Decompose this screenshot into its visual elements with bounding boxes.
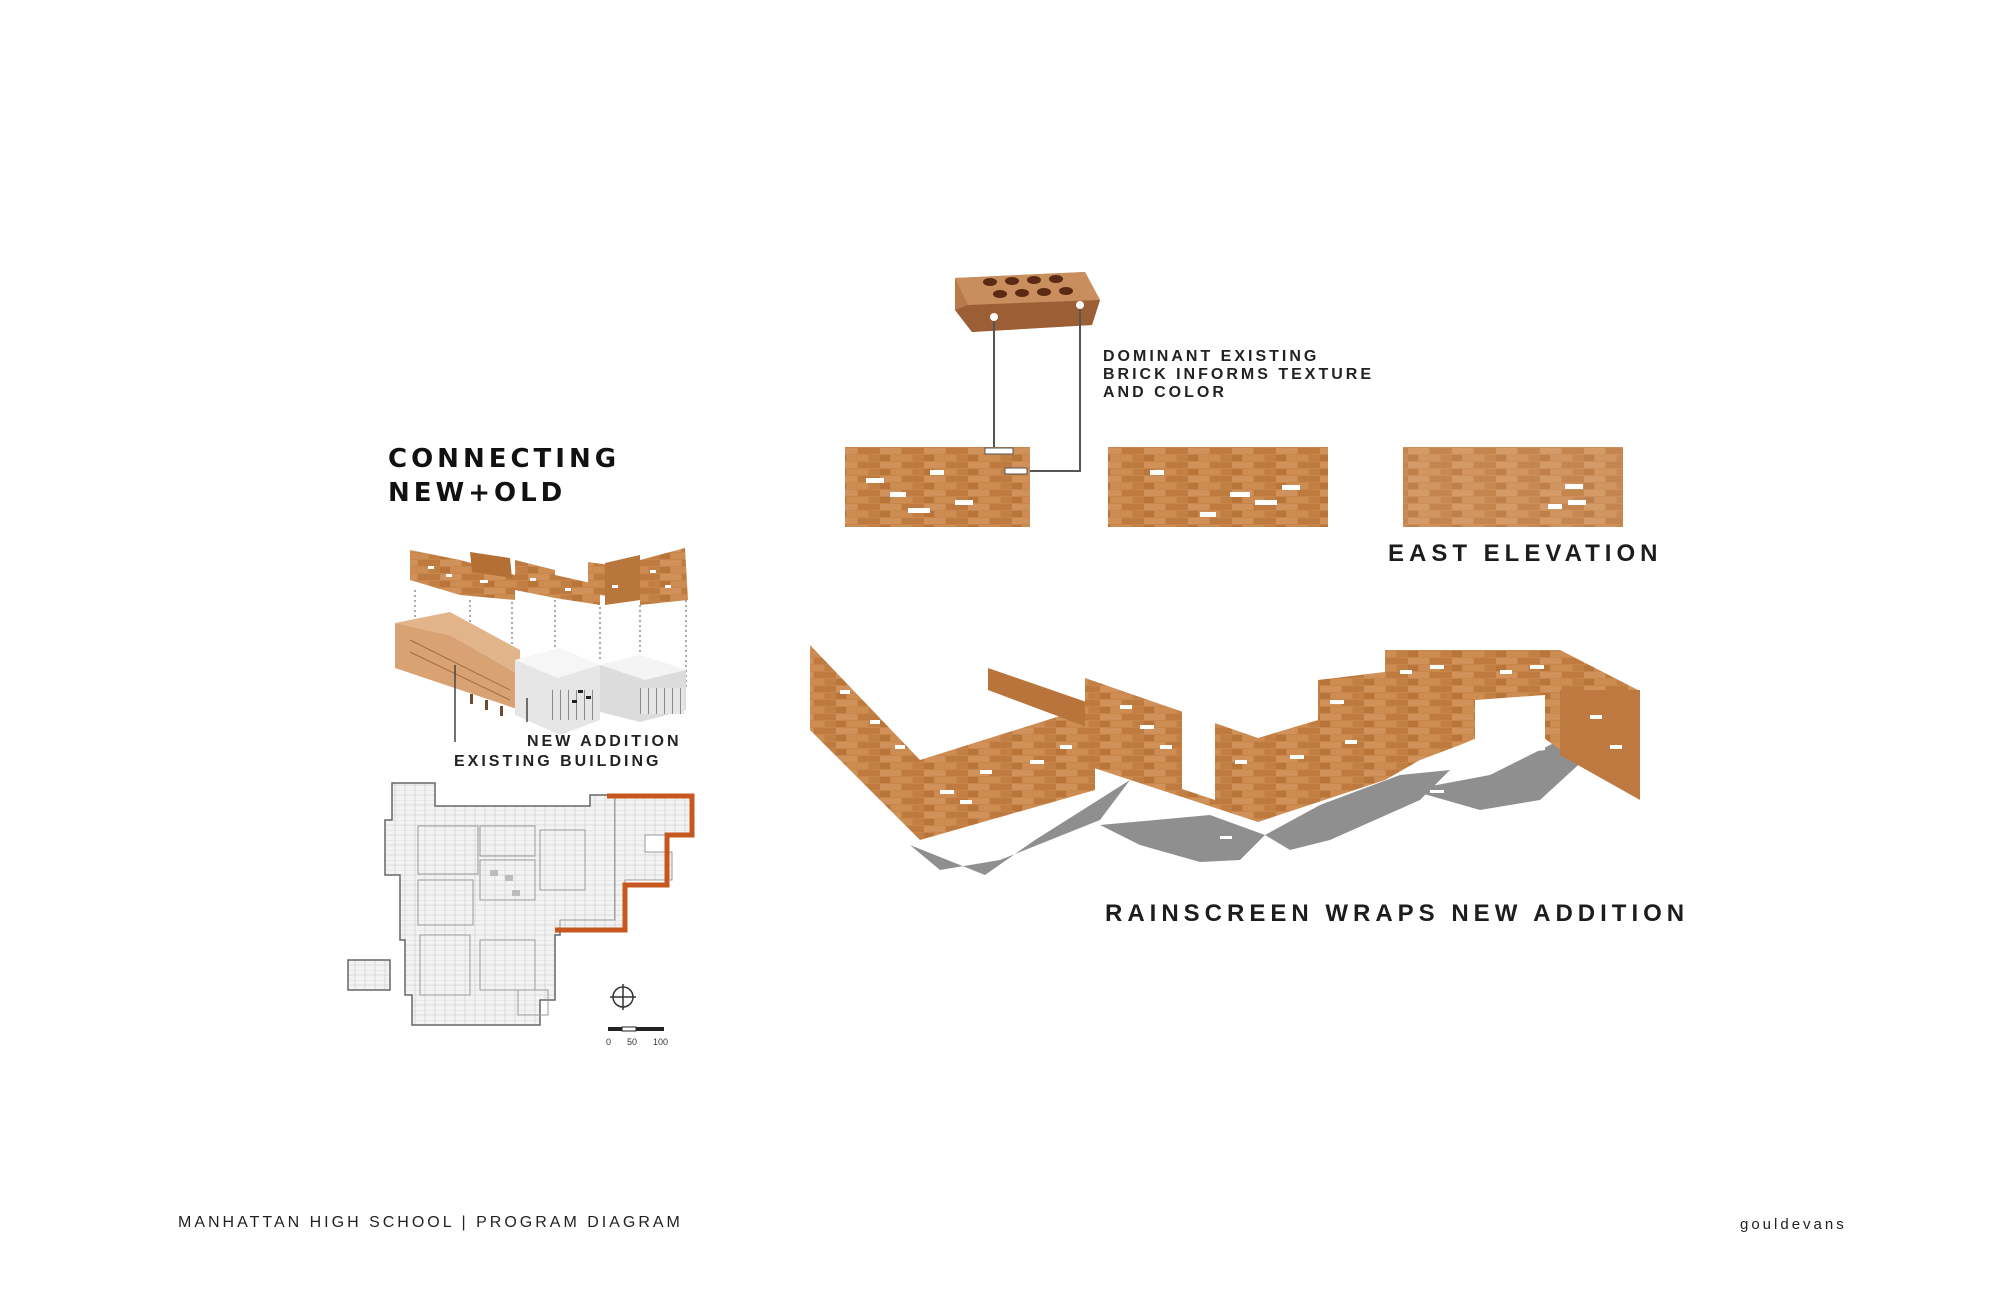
rainscreen-label: RAINSCREEN WRAPS NEW ADDITION <box>1105 900 1690 927</box>
brick-note: DOMINANT EXISTING BRICK INFORMS TEXTURE … <box>1103 348 1374 402</box>
floor-plan <box>347 782 695 1032</box>
heading: CONNECTING NEW+OLD <box>388 442 620 510</box>
elevation-panel-3 <box>1403 447 1623 527</box>
brick-note-line-1: DOMINANT EXISTING <box>1103 348 1320 365</box>
existing-building-label: EXISTING BUILDING <box>454 753 662 770</box>
brick-note-line-3: AND COLOR <box>1103 384 1227 401</box>
scale-bar <box>608 1026 664 1032</box>
footer-project-title: MANHATTAN HIGH SCHOOL | PROGRAM DIAGRAM <box>178 1214 683 1231</box>
exploded-axon <box>395 548 688 742</box>
brick-photo <box>955 272 1100 332</box>
scale-tick-100: 100 <box>652 1037 668 1047</box>
footer-brand: gouldevans <box>1740 1216 1847 1233</box>
new-addition-label: NEW ADDITION <box>527 733 682 750</box>
heading-line-2: NEW+OLD <box>388 478 567 508</box>
rainscreen-axon <box>810 645 1640 875</box>
brick-note-line-2: BRICK INFORMS TEXTURE <box>1103 366 1374 383</box>
east-elevation-label: EAST ELEVATION <box>1388 540 1663 567</box>
scale-tick-0: 0 <box>606 1037 612 1047</box>
scale-bar-ticks: 0 50 100 <box>606 1037 668 1047</box>
brick-leader-lines <box>993 309 1081 472</box>
elevation-panel-1 <box>845 447 1030 527</box>
scale-tick-50: 50 <box>626 1037 637 1047</box>
heading-line-1: CONNECTING <box>388 444 621 474</box>
north-arrow-icon <box>610 984 636 1010</box>
elevation-panel-2 <box>1108 447 1328 527</box>
